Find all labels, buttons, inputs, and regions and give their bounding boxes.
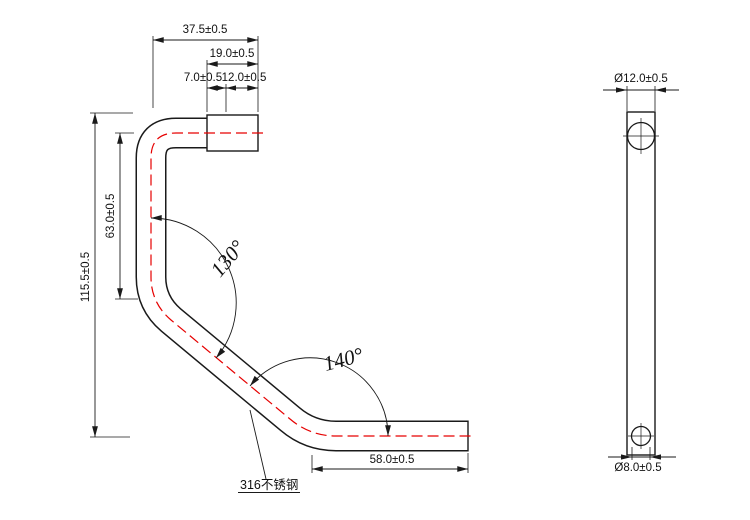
dim-socket-seg-b-label: 12.0±0.5 — [222, 72, 267, 84]
dim-total-width-label: 37.5±0.5 — [183, 24, 228, 36]
front-view: 37.5±0.5 19.0±0.5 7.0±0.5 12.0±0.5 115.5… — [80, 24, 471, 493]
dim-total-width: 37.5±0.5 — [153, 24, 258, 43]
bent-tube-outline — [135, 114, 469, 452]
dim-socket-length-label: 19.0±0.5 — [210, 48, 255, 60]
dim-inner-diameter: Ø8.0±0.5 — [608, 447, 676, 474]
angle-upper-label: 130° — [206, 235, 250, 281]
dim-socket-segments: 7.0±0.5 12.0±0.5 — [184, 72, 266, 91]
dim-total-height-label: 115.5±0.5 — [80, 252, 92, 302]
dim-outer-diameter: Ø12.0±0.5 — [603, 73, 679, 111]
dim-inner-diameter-label: Ø8.0±0.5 — [614, 462, 661, 474]
material-label: 316不锈钢 — [240, 477, 298, 492]
dim-outer-diameter-label: Ø12.0±0.5 — [614, 73, 668, 85]
material-callout: 316不锈钢 — [238, 409, 300, 493]
dim-bottom-length-label: 58.0±0.5 — [370, 454, 415, 466]
side-tube-body — [626, 111, 656, 456]
tube-centerline — [150, 132, 471, 437]
dim-bottom-length: 58.0±0.5 — [312, 454, 468, 472]
side-view: Ø12.0±0.5 Ø8.0±0.5 — [603, 73, 679, 474]
extension-lines — [90, 36, 469, 473]
dim-upper-height: 63.0±0.5 — [105, 133, 123, 299]
dim-socket-seg-a-label: 7.0±0.5 — [184, 72, 222, 84]
dim-socket-length: 19.0±0.5 — [207, 48, 258, 67]
dim-total-height: 115.5±0.5 — [80, 113, 98, 437]
dim-upper-height-label: 63.0±0.5 — [105, 194, 117, 239]
angle-lower-label: 140° — [321, 342, 366, 376]
